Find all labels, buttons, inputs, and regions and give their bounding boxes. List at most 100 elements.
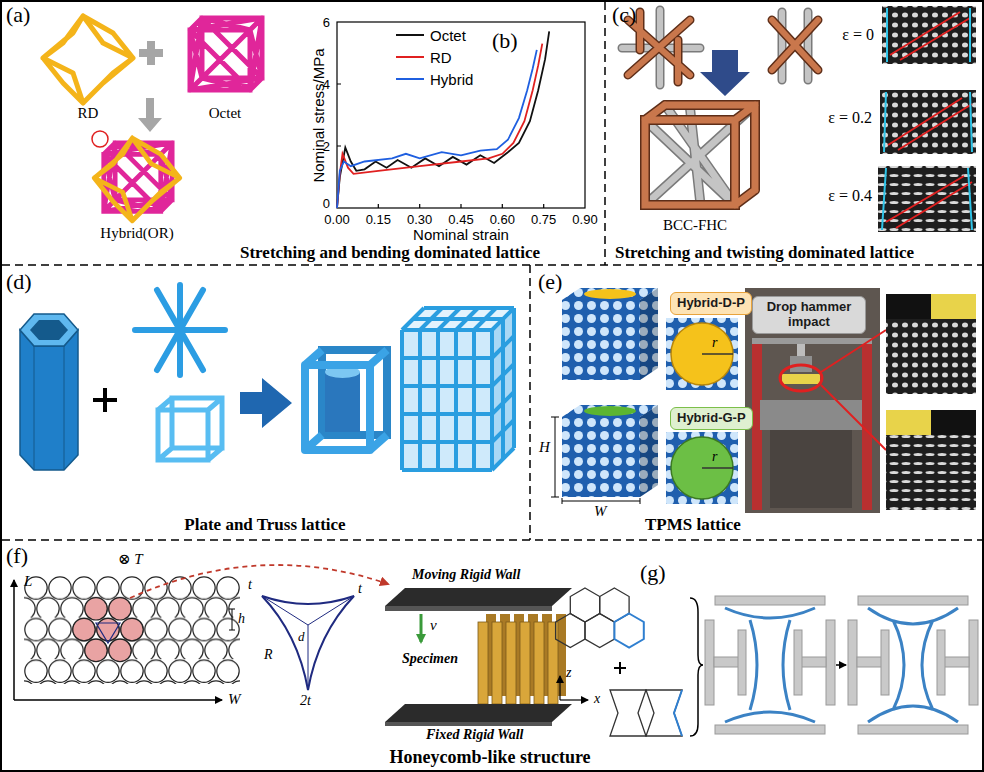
section-view xyxy=(702,467,733,469)
plus-sign xyxy=(614,662,626,674)
plate-truss-lattice xyxy=(402,308,514,470)
part-label: Specimen xyxy=(402,652,458,666)
panel-region: TPMS latticeHybrid-D-PHybrid-G-PDrop ham… xyxy=(530,265,984,540)
plate-truss-cell xyxy=(305,350,387,450)
lattice-name: Octet xyxy=(209,106,241,121)
plus-sign xyxy=(614,662,626,674)
mechanism-sketch xyxy=(705,596,835,734)
honeycomb-array xyxy=(96,623,120,643)
strain-label: ε = 0.4 xyxy=(828,188,872,204)
specimen-columns xyxy=(548,622,558,704)
strain-label: ε = 0 xyxy=(842,27,874,43)
dimension-symbol: r xyxy=(712,450,717,464)
panel-letter: (c) xyxy=(612,4,636,26)
compression-photo xyxy=(969,8,971,62)
drop-hammer-photo xyxy=(770,430,852,508)
legend-line xyxy=(396,78,424,80)
specimen-columns xyxy=(506,622,516,704)
impact-photo xyxy=(886,294,976,319)
section-view xyxy=(702,353,733,355)
compression-photo xyxy=(882,168,886,230)
mechanism-sketch xyxy=(858,725,968,734)
compression-photo xyxy=(886,8,888,62)
hexagonal-plate xyxy=(30,320,68,340)
honeycomb-array xyxy=(85,598,107,620)
legend-line xyxy=(396,56,424,58)
panel-divider xyxy=(2,2,982,540)
dimension-line xyxy=(551,417,640,504)
axis-symbol: W xyxy=(228,692,241,707)
drop-hammer-photo xyxy=(780,365,822,391)
dimension-line xyxy=(640,498,641,504)
dimension-symbol: R xyxy=(264,648,273,662)
moving-rigid-wall xyxy=(385,588,572,611)
tick-label: 0.45 xyxy=(448,213,473,226)
legend-text: RD xyxy=(430,50,452,65)
mechanism-sketch xyxy=(943,657,969,667)
mechanism-sketch xyxy=(857,657,883,667)
mechanism-sketch xyxy=(858,596,968,605)
compression-photo xyxy=(878,6,976,232)
impact-photo xyxy=(886,294,976,510)
drop-hammer-photo xyxy=(745,288,886,513)
cube-truss xyxy=(158,398,222,460)
dimension-symbol: H xyxy=(539,440,550,455)
legend-text: Hybrid xyxy=(430,72,473,87)
mechanism-sketch xyxy=(848,620,857,705)
mechanism-sketch xyxy=(969,620,978,705)
plate-truss-lattice xyxy=(402,330,492,470)
part-label: Moving Rigid Wall xyxy=(412,568,520,582)
moving-rigid-wall xyxy=(385,606,552,611)
drop-hammer-photo xyxy=(821,330,886,372)
dimension-symbol: t xyxy=(358,582,362,596)
panel-divider xyxy=(2,539,982,541)
stress-strain-curve xyxy=(337,31,549,208)
hexagon-cells xyxy=(570,588,599,622)
honeycomb-array xyxy=(73,598,143,662)
hybrid-lattice xyxy=(92,131,180,221)
axis-arrow xyxy=(560,676,588,700)
tick-label: 4 xyxy=(323,78,330,91)
tpms-cube xyxy=(584,406,636,416)
compression-photo xyxy=(890,12,960,55)
plus-sign xyxy=(147,41,155,65)
specimen-columns xyxy=(492,622,502,704)
velocity-arrow xyxy=(421,614,422,642)
panel-letter: (a) xyxy=(6,4,30,26)
cube-truss xyxy=(158,398,222,460)
tag-text: Drop hammer impact xyxy=(759,300,859,330)
axis-title: Nominal stress/MPa xyxy=(310,48,325,182)
compression-photo xyxy=(886,12,972,228)
specimen-columns xyxy=(478,622,558,704)
stress-strain-curve xyxy=(337,50,537,208)
tag-box: Hybrid-D-P xyxy=(670,292,752,315)
panel-title: TPMS lattice xyxy=(645,516,741,533)
drop-hammer-photo xyxy=(821,385,886,450)
dimension-symbol: d xyxy=(298,630,305,643)
specimen-columns xyxy=(478,622,488,704)
photo-tag: Drop hammer impact xyxy=(752,296,866,334)
merge-arrow xyxy=(700,50,750,96)
fixed-rigid-wall xyxy=(385,722,552,726)
dimension-symbol: W xyxy=(594,504,607,519)
legend-line xyxy=(396,35,424,79)
plus-sign xyxy=(139,41,163,65)
plate-truss-cell xyxy=(325,372,360,432)
tpms-cube xyxy=(562,288,658,497)
tpms-cube xyxy=(640,288,658,380)
strain-label: ε = 0.2 xyxy=(828,110,872,126)
tpms-cube xyxy=(584,289,636,299)
fixed-rigid-wall xyxy=(385,704,572,722)
honeycomb-array xyxy=(73,618,95,640)
tick-label: 0.30 xyxy=(407,213,432,226)
honeycomb-array xyxy=(24,576,240,684)
axis-symbol: ⊗ T xyxy=(118,552,143,567)
tick-label: 0.60 xyxy=(490,213,515,226)
dimension-line xyxy=(551,497,559,498)
axis-title: Nominal strain xyxy=(413,227,509,242)
section-view xyxy=(671,437,733,499)
re-entrant-cells xyxy=(674,690,682,736)
panel-title: Honeycomb-like structure xyxy=(389,748,590,766)
hexagon-cells xyxy=(614,614,643,648)
